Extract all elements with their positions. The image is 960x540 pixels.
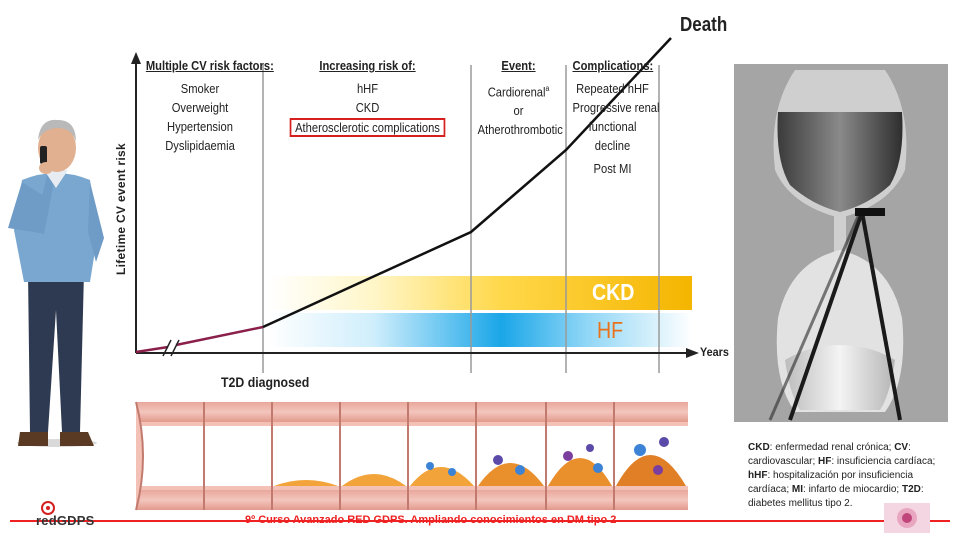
death-label: Death — [680, 14, 727, 37]
complication-item: decline — [573, 136, 653, 155]
y-axis-arrow — [131, 52, 141, 64]
legend-entry: CKD: enfermedad renal crónica; — [748, 442, 894, 453]
hf-band — [268, 313, 692, 347]
column-risk-factors: Multiple CV risk factors: Smoker Overwei… — [146, 58, 254, 155]
complication-item: functional — [573, 117, 653, 136]
t2d-diagnosed-label: T2D diagnosed — [221, 374, 309, 390]
risk-item: hHF — [278, 79, 456, 98]
ckd-band-label: CKD — [592, 279, 634, 306]
abbreviations-legend: CKD: enfermedad renal crónica; CV: cardi… — [748, 441, 948, 511]
complication-item: Post MI — [573, 159, 653, 178]
column-header: Complications: — [573, 58, 653, 73]
risk-factor-item: Dyslipidaemia — [146, 136, 254, 155]
risk-factor-item: Smoker — [146, 79, 254, 98]
legend-entry: HF: insuficiencia cardíaca; — [818, 456, 935, 467]
complication-item: Progressive renal — [573, 98, 653, 117]
column-header: Multiple CV risk factors: — [146, 58, 254, 73]
x-axis-label: Years — [700, 345, 729, 359]
risk-curve-early — [136, 347, 168, 352]
column-header: Event: — [478, 58, 560, 73]
event-item: Cardiorenala — [478, 79, 560, 101]
x-axis-arrow — [686, 348, 699, 358]
event-item: Atherothrombotic — [478, 120, 560, 139]
hourglass-photo — [734, 64, 948, 422]
footnote-marker: a — [545, 84, 549, 93]
event-item: or — [478, 101, 560, 120]
column-header: Increasing risk of: — [278, 58, 456, 73]
risk-factor-item: Overweight — [146, 98, 254, 117]
legend-entry: MI: infarto de miocardio; — [792, 484, 902, 495]
redgdps-logo-text: redGDPS — [36, 513, 94, 528]
risk-item: CKD — [278, 98, 456, 117]
column-increasing-risk: Increasing risk of: hHF CKD Atherosclero… — [278, 58, 456, 137]
complication-item: Repeated hHF — [573, 79, 653, 98]
highlighted-risk-item: Atherosclerotic complications — [290, 118, 445, 137]
risk-curve-prediabetes — [176, 327, 263, 345]
column-complications: Complications: Repeated hHF Progressive … — [573, 58, 653, 178]
hf-band-label: HF — [597, 317, 623, 344]
risk-factor-item: Hypertension — [146, 117, 254, 136]
column-event: Event: Cardiorenala or Atherothrombotic — [478, 58, 560, 139]
artery-progression — [136, 402, 688, 510]
footer-course-title: 9º Curso Avanzado RED GDPS. Ampliando co… — [245, 514, 616, 526]
man-illustration — [8, 120, 104, 447]
